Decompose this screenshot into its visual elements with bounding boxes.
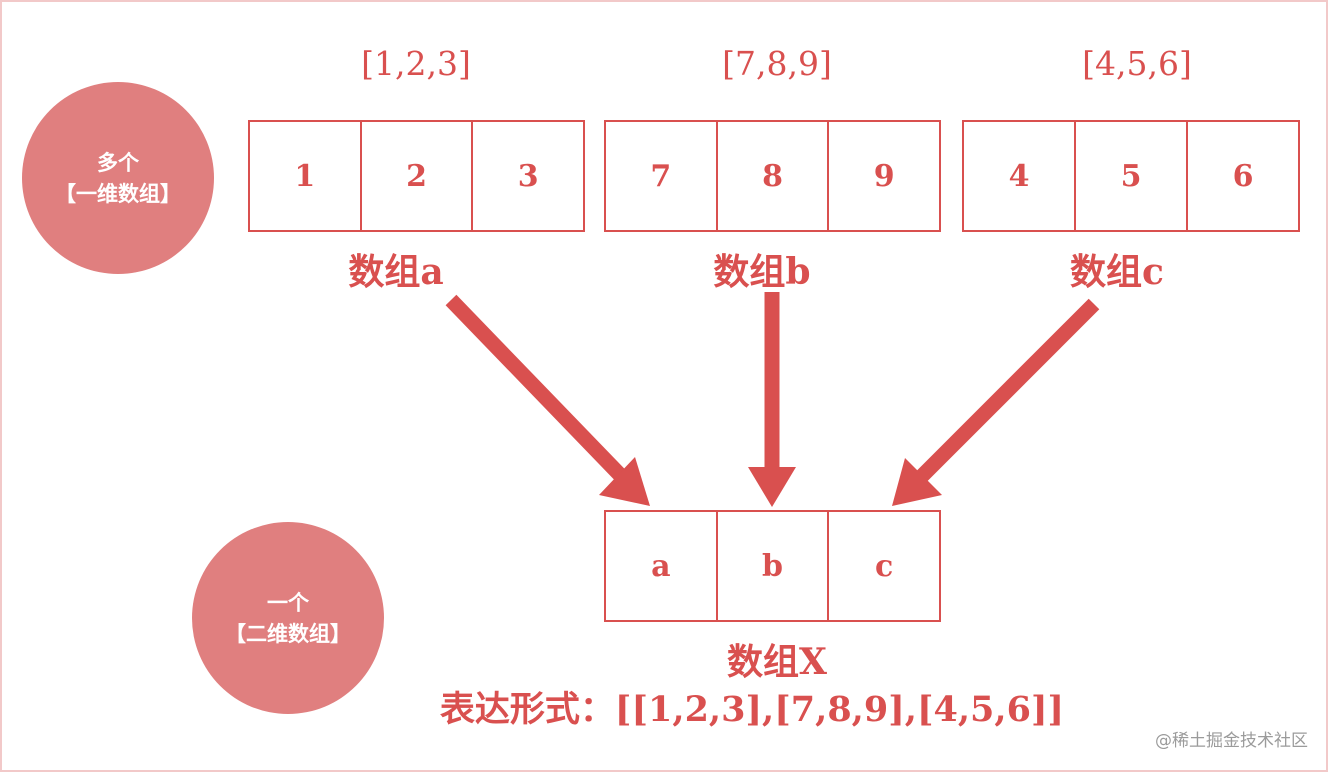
array-b-name: 数组b — [713, 251, 811, 293]
badge-top-line1: 多个 — [97, 149, 139, 175]
array-x-cell-b: b — [715, 512, 828, 620]
array-c-name: 数组c — [1070, 251, 1164, 293]
array-a-literal: [1,2,3] — [361, 44, 471, 83]
arrow-b-head — [748, 467, 796, 507]
array-c-cell-3: 6 — [1186, 122, 1298, 230]
array-c-literal: [4,5,6] — [1082, 44, 1192, 83]
arrow-a-shaft — [445, 294, 628, 483]
two-dimensional-array-badge: 一个 【二维数组】 — [192, 522, 384, 714]
array-x-name: 数组X — [727, 641, 827, 683]
expression-text: 表达形式：[[1,2,3],[7,8,9],[4,5,6]] — [439, 689, 1065, 730]
array-a-cell-3: 3 — [471, 122, 583, 230]
array-b-box: 7 8 9 — [604, 120, 941, 232]
array-x-cell-c: c — [827, 512, 939, 620]
array-a-cell-2: 2 — [359, 122, 472, 230]
badge-bottom-line1: 一个 — [267, 589, 309, 615]
array-c-box: 4 5 6 — [962, 120, 1300, 232]
array-x-cell-a: a — [651, 548, 671, 584]
array-b-cell-3: 9 — [827, 122, 939, 230]
array-x-box: a b c — [604, 510, 941, 622]
array-b-cell-2: 8 — [715, 122, 828, 230]
arrow-c-head — [892, 458, 942, 506]
array-b-cell-1: 7 — [650, 158, 672, 194]
array-b-literal: [7,8,9] — [722, 44, 832, 83]
array-a-box: 1 2 3 — [248, 120, 585, 232]
watermark: @稀土掘金技术社区 — [1155, 731, 1308, 751]
arrow-a-head — [599, 457, 650, 506]
arrow-c-shaft — [914, 298, 1100, 484]
array-a-cell-1: 1 — [294, 158, 316, 194]
array-c-cell-2: 5 — [1074, 122, 1186, 230]
array-a-name: 数组a — [348, 251, 444, 293]
badge-bottom-line2: 【二维数组】 — [225, 621, 351, 646]
badge-top-line2: 【一维数组】 — [55, 181, 181, 206]
array-c-cell-1: 4 — [1008, 158, 1030, 194]
one-dimensional-arrays-badge: 多个 【一维数组】 — [22, 82, 214, 274]
